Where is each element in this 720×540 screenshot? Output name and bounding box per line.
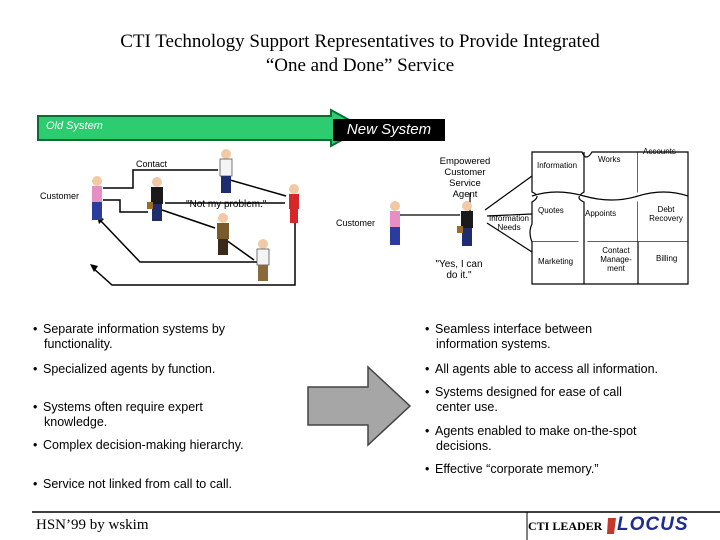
flow-to-bottom-agent — [161, 209, 216, 229]
locus-logo: LOCUS — [617, 514, 689, 535]
empowered-agent-label: Empowered Customer Service Agent — [439, 156, 491, 200]
customer-person-icon — [92, 176, 102, 220]
right-bullet-4: •Agents enabled to make on-the-spot deci… — [425, 424, 637, 453]
flow-to-agent — [103, 199, 148, 213]
agent-to-puzzle-line-3 — [486, 222, 533, 253]
locus-logo-mark-icon — [607, 518, 616, 534]
puzzle-marketing: Marketing — [538, 257, 574, 266]
footer-rule — [32, 511, 720, 540]
left-bullet-3: •Systems often require expert knowledge. — [33, 400, 203, 429]
new-customer-person-icon — [390, 201, 400, 245]
puzzle-information: Information — [537, 161, 578, 170]
footer-author: HSN’99 by wskim — [36, 517, 149, 533]
flow-to-contact — [103, 169, 218, 189]
puzzle-accounts: Accounts — [643, 147, 676, 156]
agent-person-icon — [147, 177, 163, 221]
puzzle-appoints: Appoints — [585, 209, 617, 218]
new-system-flow-lines — [400, 175, 533, 253]
footer-cti-leader: CTI LEADER — [528, 519, 603, 533]
old-system-flow-lines — [90, 169, 296, 286]
flow-contact-to-red — [229, 179, 287, 197]
title-line-2: “One and Done” Service — [265, 55, 455, 76]
puzzle-quotes: Quotes — [538, 206, 564, 215]
puzzle-debt-recovery: Debt Recovery — [649, 205, 683, 223]
agent-to-puzzle-line-2 — [486, 213, 533, 217]
contact-label: Contact — [136, 159, 168, 169]
contact-person-icon — [219, 149, 233, 193]
puzzle-billing: Billing — [656, 254, 678, 263]
left-bullet-1: •Separate information systems by functio… — [33, 322, 226, 351]
puzzle-works: Works — [598, 155, 621, 164]
specialist-person-icon — [289, 184, 299, 223]
right-bullet-5: •Effective “corporate memory.” — [425, 462, 599, 476]
empowered-agent-person-icon — [457, 201, 473, 246]
puzzle-contact-management: Contact Manage- ment — [600, 246, 632, 273]
information-needs-label: Information Needs — [488, 214, 530, 232]
right-bullet-2: •All agents able to access all informati… — [425, 362, 659, 376]
agent-person-icon — [256, 239, 270, 281]
flow-loop-bottom — [92, 218, 296, 286]
flow-to-last-agent — [225, 239, 255, 261]
new-system-label: New System — [333, 119, 445, 141]
old-customer-label: Customer — [40, 191, 80, 201]
yes-i-can-label: "Yes, I can do it." — [435, 259, 483, 281]
left-bullet-2: •Specialized agents by function. — [33, 362, 216, 376]
flow-loop-return — [99, 219, 265, 263]
right-bullet-3: •Systems designed for ease of call cente… — [425, 385, 622, 414]
integrated-systems-puzzle — [529, 151, 689, 285]
not-my-problem-label: "Not my problem." — [186, 199, 267, 210]
right-bullet-1: •Seamless interface between information … — [425, 322, 593, 351]
new-customer-label: Customer — [336, 218, 376, 228]
agent-to-puzzle-line-1 — [484, 175, 533, 211]
title-line-1: CTI Technology Support Representatives t… — [120, 31, 600, 52]
left-bullet-4: •Complex decision-making hierarchy. — [33, 438, 244, 452]
left-bullet-5: •Service not linked from call to call. — [33, 477, 232, 491]
agent-person-icon — [217, 213, 229, 255]
old-system-label: Old System — [46, 120, 103, 132]
page-title: CTI Technology Support Representatives t… — [0, 30, 720, 78]
transition-arrow-icon — [307, 365, 412, 447]
